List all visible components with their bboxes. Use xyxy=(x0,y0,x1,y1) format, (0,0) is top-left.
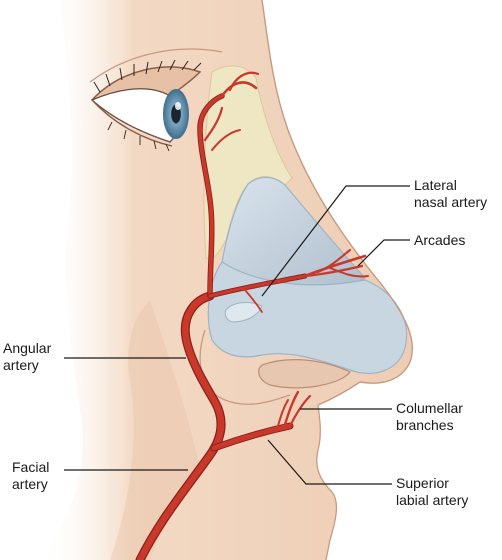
lower-lid xyxy=(91,99,173,147)
eye-illustration xyxy=(89,48,223,152)
eyelashes-upper xyxy=(93,59,202,93)
label-angular-artery: Angular artery xyxy=(3,340,52,373)
label-facial-artery: Facial artery xyxy=(12,459,50,492)
iris-icon xyxy=(163,89,189,139)
eyelashes-lower xyxy=(107,121,170,152)
eye-highlight xyxy=(175,102,181,110)
arcade-vessel-1 xyxy=(303,254,367,278)
arteries xyxy=(135,71,369,560)
label-columellar-branches: Columellar branches xyxy=(396,400,463,433)
columellar-branch-1 xyxy=(282,390,300,430)
eyebrow-fold xyxy=(89,48,223,83)
columellar-branch-3 xyxy=(275,399,289,433)
lip-outline xyxy=(316,404,338,560)
arcade-vessel-3 xyxy=(316,248,352,274)
leader-lines xyxy=(64,185,410,485)
leader-arcades xyxy=(357,239,410,267)
leader-lateral-nasal-artery xyxy=(261,185,410,297)
nostril xyxy=(258,359,351,389)
columellar-branch-2 xyxy=(288,394,312,428)
label-superior-labial-artery: Superior labial artery xyxy=(396,475,469,508)
leader-superior-labial-artery xyxy=(267,439,392,485)
alar-crease xyxy=(199,329,291,405)
label-arcades: Arcades xyxy=(414,232,466,248)
sesamoid-cartilage xyxy=(224,302,263,323)
arcade-vessel-2 xyxy=(303,264,364,278)
arcade-vessel-4 xyxy=(329,267,369,278)
alar-cartilage xyxy=(207,261,408,374)
nose-outline xyxy=(261,0,414,406)
label-lateral-nasal-artery: Lateral nasal artery xyxy=(414,177,488,210)
